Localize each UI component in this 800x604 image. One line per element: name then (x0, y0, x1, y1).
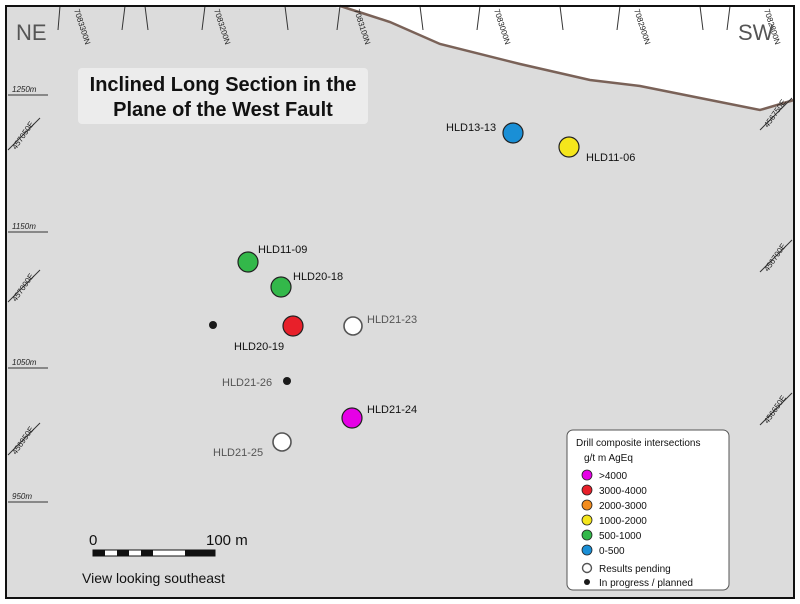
elevation-label: 1250m (12, 85, 37, 94)
legend-label: >4000 (599, 471, 628, 482)
northing-grid (57, 5, 731, 31)
easting-ticks-right (759, 97, 793, 426)
frame (5, 5, 795, 599)
elevation-label: 1050m (12, 358, 37, 367)
elevation-ticks (8, 94, 48, 503)
drill-hole-label: HLD11-06 (586, 152, 635, 164)
scale-end-label: 100 m (206, 532, 248, 549)
elevation-label: 950m (12, 492, 32, 501)
drill-holes: HLD13-13 HLD11-06 HLD11-09 HLD20-18 HLD2… (209, 122, 635, 459)
drill-hole-marker (209, 321, 217, 329)
legend-pending-swatch (581, 562, 593, 574)
corner-label-sw: SW (738, 20, 774, 45)
drill-hole-marker (237, 251, 259, 273)
legend-planned-label: In progress / planned (599, 578, 693, 589)
drill-hole-marker (341, 407, 363, 429)
corner-label-ne: NE (16, 20, 47, 45)
legend-pending-label: Results pending (599, 564, 671, 575)
above-surface-area (6, 6, 794, 110)
title-line-1: Inclined Long Section in the (90, 74, 357, 96)
legend-box (566, 429, 730, 591)
legend-units: g/t m AgEq (584, 453, 633, 464)
legend-planned-swatch (584, 579, 590, 585)
top-strip (6, 6, 336, 12)
drill-hole-marker (502, 122, 524, 144)
drill-hole-label: HLD13-13 (446, 122, 496, 134)
drill-hole-label: HLD21-25 (213, 447, 263, 459)
elevation-label: 1150m (12, 222, 36, 231)
drill-hole-label: HLD21-24 (367, 404, 417, 416)
easting-ticks-left (7, 117, 41, 456)
legend-swatch (581, 544, 593, 556)
drill-hole-marker (558, 136, 580, 158)
legend-label: 3000-4000 (599, 486, 647, 497)
legend-label: 500-1000 (599, 531, 642, 542)
legend-swatch (581, 499, 593, 511)
drill-hole-marker (282, 315, 304, 337)
legend-swatch (581, 469, 593, 481)
drill-hole-label: HLD21-23 (367, 314, 417, 326)
legend: Drill composite intersections g/t m AgEq… (566, 429, 730, 591)
drill-hole-label: HLD21-26 (222, 377, 272, 389)
legend-label: 1000-2000 (599, 516, 647, 527)
view-note: View looking southeast (82, 570, 225, 586)
drill-hole-marker (283, 377, 291, 385)
legend-swatch (581, 484, 593, 496)
drill-hole-marker (270, 276, 292, 298)
scale-bar: 0 100 m (89, 532, 248, 557)
title-box (78, 68, 368, 124)
legend-title: Drill composite intersections (576, 438, 701, 449)
drill-hole-marker (343, 316, 363, 336)
legend-swatch (581, 514, 593, 526)
elevation-labels: 1250m 1150m 1050m 950m (12, 85, 37, 501)
drill-hole-label: HLD11-09 (258, 244, 307, 256)
legend-swatch (581, 529, 593, 541)
drill-hole-label: HLD20-18 (293, 271, 343, 283)
legend-label: 2000-3000 (599, 501, 647, 512)
title-line-2: Plane of the West Fault (113, 99, 333, 121)
topography-trace (339, 4, 795, 112)
legend-label: 0-500 (599, 546, 625, 557)
drill-hole-marker (272, 432, 292, 452)
drill-hole-label: HLD20-19 (234, 341, 284, 353)
scale-start-label: 0 (89, 532, 97, 549)
